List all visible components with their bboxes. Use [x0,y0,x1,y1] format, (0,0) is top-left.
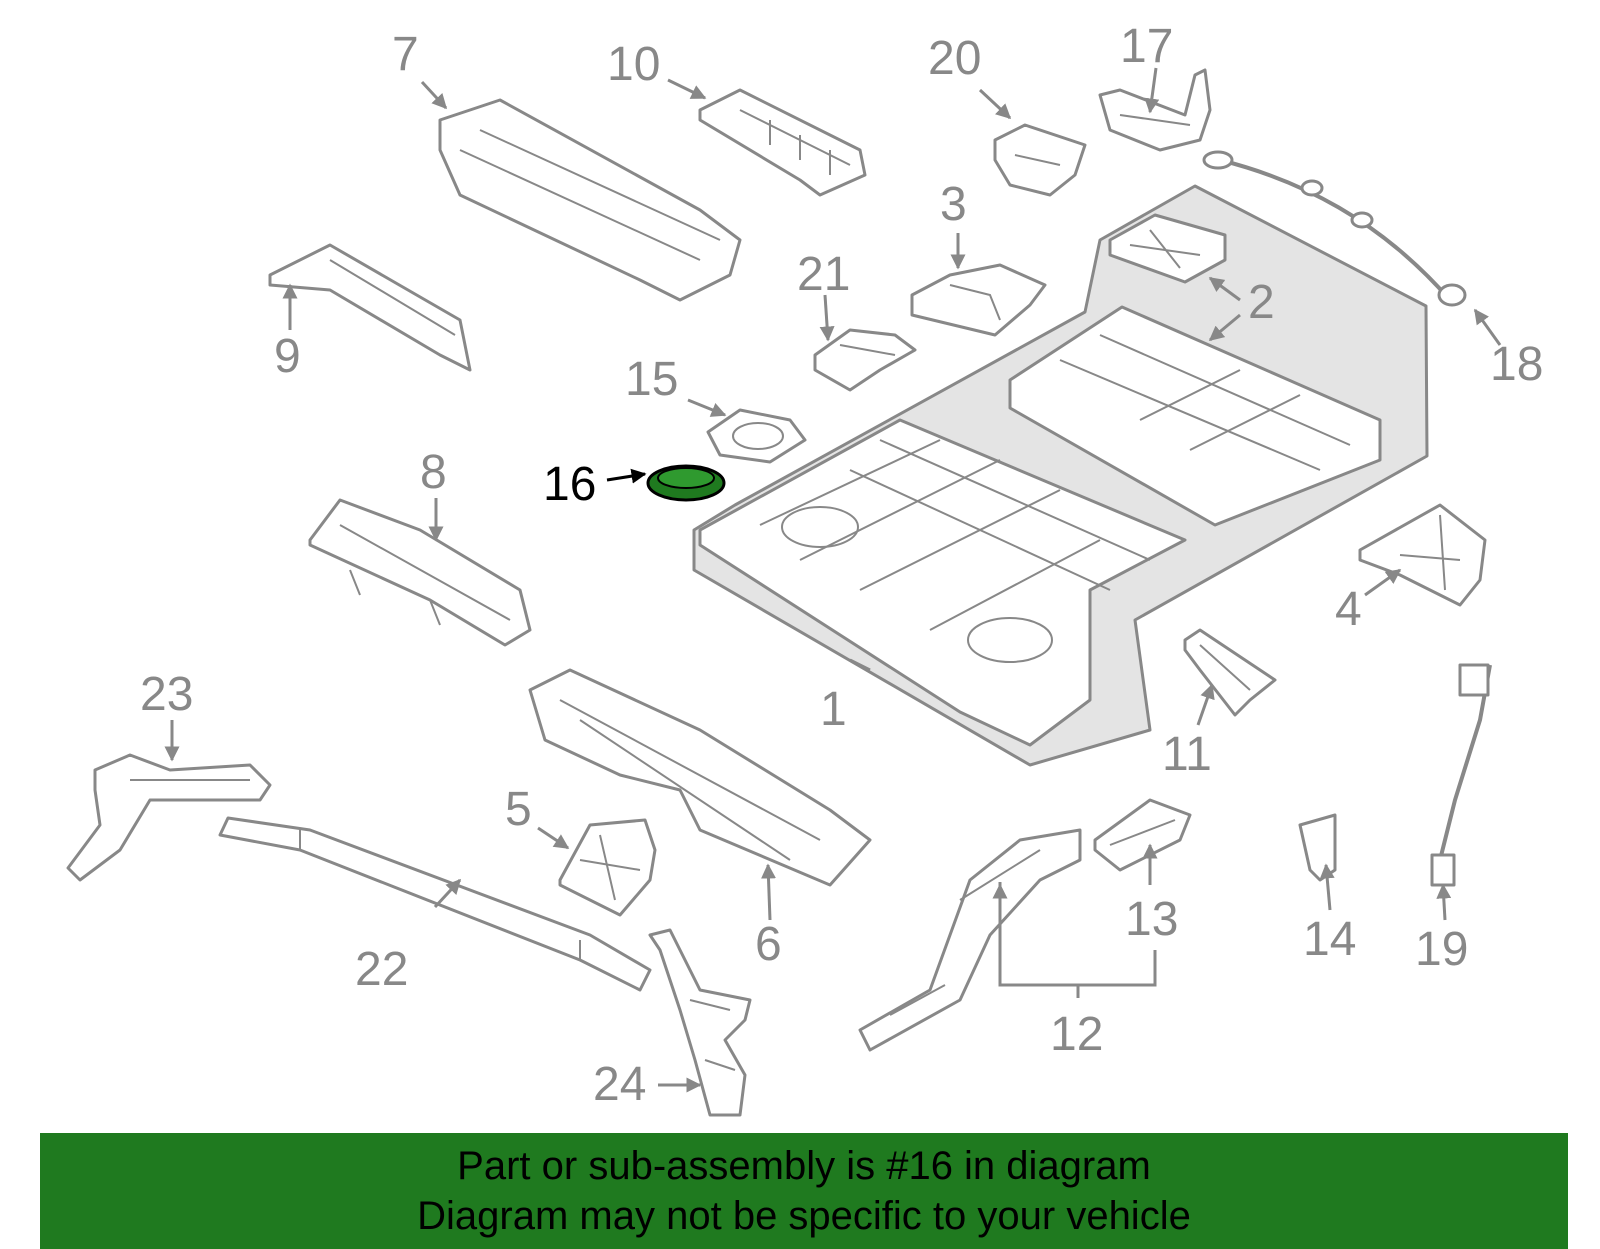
callout-21: 21 [797,248,850,301]
callout-13: 13 [1125,893,1178,946]
callout-11: 11 [1162,728,1212,781]
banner-line-2: Diagram may not be specific to your vehi… [417,1194,1191,1238]
callout-14: 14 [1303,913,1356,966]
callout-16-highlighted: 16 [543,458,596,511]
callout-23: 23 [140,668,193,721]
part-6-side-member [528,668,872,887]
part-22-tube [218,816,652,992]
part-3-bracket [910,263,1047,337]
callout-20: 20 [928,32,981,85]
callout-8: 8 [420,446,447,499]
part-2-floor-panel [1008,213,1382,527]
callout-17: 17 [1120,20,1173,73]
callout-10: 10 [607,38,660,91]
callout-1: 1 [820,683,847,736]
part-23-bracket [66,753,272,882]
callout-6: 6 [755,918,782,971]
part-12-wheelhouse [858,828,1082,1052]
part-4-bracket [1358,503,1487,607]
part-21-bracket [813,328,917,392]
part-16-seal-highlighted [646,464,726,502]
info-banner: Part or sub-assembly is #16 in diagram D… [40,1133,1568,1249]
part-14-bracket [1298,813,1337,882]
callout-19: 19 [1415,923,1468,976]
callout-4: 4 [1335,583,1362,636]
callout-22: 22 [355,943,408,996]
part-19-rod [1430,663,1492,887]
part-11-bracket [1183,628,1277,717]
callout-2: 2 [1248,276,1275,329]
callout-9: 9 [274,330,301,383]
part-8-side-rail [308,498,532,647]
part-24-pillar [648,928,752,1117]
part-20-bracket [993,123,1087,197]
part-9-brace [268,243,472,372]
part-7-crossmember [438,98,742,302]
callout-24: 24 [593,1058,646,1111]
callout-5: 5 [505,783,532,836]
part-1-rear-floor-pan [692,184,1429,767]
callout-18: 18 [1490,338,1543,391]
part-10-reinforcement [698,88,867,197]
callout-7: 7 [392,28,419,81]
callout-3: 3 [940,178,967,231]
part-13-bracket [1093,798,1192,872]
callout-labels: 1 2 3 4 5 6 7 8 9 10 11 12 13 14 15 16 1… [140,20,1543,1111]
part-15-plate [706,408,807,464]
callout-15: 15 [625,353,678,406]
part-18-cable [1202,150,1467,307]
banner-line-1: Part or sub-assembly is #16 in diagram [457,1144,1151,1188]
callout-12: 12 [1050,1008,1103,1061]
part-5-panel [558,818,657,917]
leader-lines [164,67,1502,1093]
